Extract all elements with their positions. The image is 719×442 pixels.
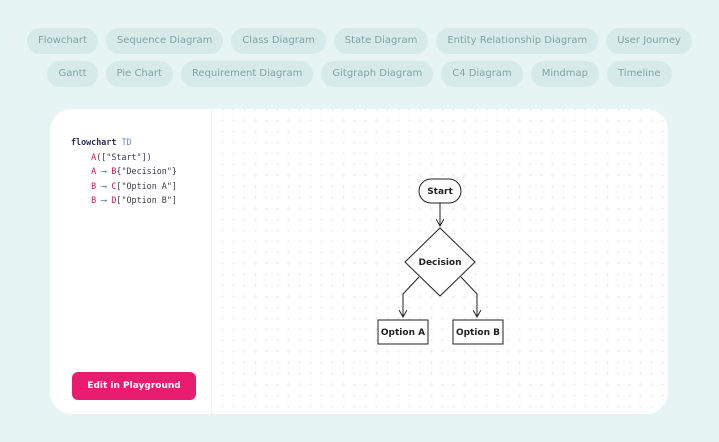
node-option-b-label: Option B bbox=[456, 328, 500, 338]
code-edge-to: D bbox=[111, 195, 117, 205]
node-option-a[interactable] bbox=[377, 319, 429, 345]
diagram-canvas: Start Decision Option A Option B bbox=[213, 109, 668, 414]
diagram-type-row-1: Flowchart Sequence Diagram Class Diagram… bbox=[0, 28, 719, 54]
code-editor[interactable]: flowchart TD A(["Start"]) A ⟶ B{"Decisio… bbox=[50, 109, 212, 414]
edge-decision-option-a bbox=[403, 276, 420, 317]
chip-requirement-diagram[interactable]: Requirement Diagram bbox=[180, 61, 314, 87]
code-arrow: ⟶ bbox=[101, 195, 107, 205]
code-keyword: flowchart bbox=[71, 137, 117, 147]
code-node-def: (["Start"]) bbox=[96, 151, 152, 162]
code-edge-from: A bbox=[91, 166, 97, 176]
code-direction: TD bbox=[121, 137, 132, 147]
chip-gitgraph-diagram[interactable]: Gitgraph Diagram bbox=[321, 61, 434, 87]
chip-pie-chart[interactable]: Pie Chart bbox=[105, 61, 173, 87]
node-option-b[interactable] bbox=[452, 319, 504, 345]
code-edge-to: B bbox=[111, 166, 117, 176]
node-start[interactable] bbox=[418, 178, 462, 204]
code-edge-from: B bbox=[91, 195, 97, 205]
chip-mindmap[interactable]: Mindmap bbox=[530, 61, 599, 87]
node-start-label: Start bbox=[427, 187, 453, 197]
edit-in-playground-button[interactable]: Edit in Playground bbox=[72, 372, 196, 400]
code-arrow: ⟶ bbox=[101, 166, 107, 176]
chip-gantt[interactable]: Gantt bbox=[47, 61, 98, 87]
chip-class-diagram[interactable]: Class Diagram bbox=[231, 28, 326, 54]
code-edge-from: B bbox=[91, 180, 97, 191]
code-edge-to: C bbox=[111, 180, 117, 191]
example-card: flowchart TD A(["Start"]) A ⟶ B{"Decisio… bbox=[50, 109, 668, 414]
code-node-def: ["Option B"] bbox=[116, 195, 177, 205]
edge-decision-option-b bbox=[460, 276, 477, 317]
code-node-id: A bbox=[91, 151, 97, 162]
chip-flowchart[interactable]: Flowchart bbox=[27, 28, 98, 54]
node-decision[interactable] bbox=[404, 227, 476, 297]
chip-c4-diagram[interactable]: C4 Diagram bbox=[441, 61, 523, 87]
node-decision-label: Decision bbox=[418, 258, 461, 268]
chip-sequence-diagram[interactable]: Sequence Diagram bbox=[105, 28, 224, 54]
flowchart-diagram: Start Decision Option A Option B bbox=[377, 178, 504, 345]
code-block: flowchart TD A(["Start"]) A ⟶ B{"Decisio… bbox=[71, 135, 177, 208]
chip-timeline[interactable]: Timeline bbox=[607, 61, 672, 87]
code-node-def: {"Decision"} bbox=[116, 166, 177, 176]
code-arrow: ⟶ bbox=[101, 180, 107, 191]
chip-user-journey[interactable]: User Journey bbox=[606, 28, 692, 54]
chip-er-diagram[interactable]: Entity Relationship Diagram bbox=[436, 28, 599, 54]
chip-state-diagram[interactable]: State Diagram bbox=[333, 28, 429, 54]
diagram-type-row-2: Gantt Pie Chart Requirement Diagram Gitg… bbox=[0, 61, 719, 87]
code-node-def: ["Option A"] bbox=[116, 180, 177, 191]
node-option-a-label: Option A bbox=[381, 328, 425, 338]
